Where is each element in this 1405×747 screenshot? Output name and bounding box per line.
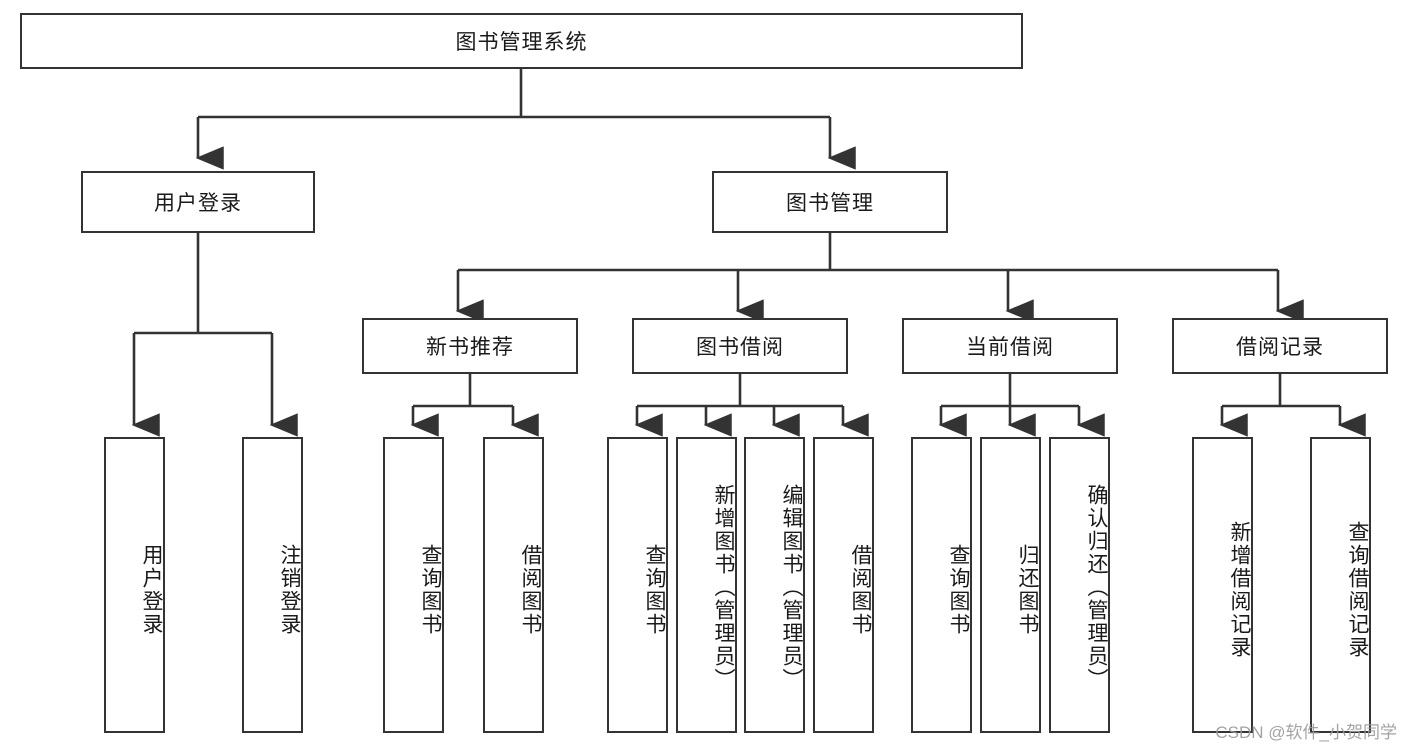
node-label: 图书管理 — [786, 192, 874, 215]
node-label: 用户登录 — [140, 544, 163, 636]
leaf-current-borrow-confirm-return-admin[interactable]: 确认归还（管理员） — [1049, 437, 1110, 733]
leaf-new-book-query-book[interactable]: 查询图书 — [383, 437, 444, 733]
node-label: 新书推荐 — [426, 336, 514, 359]
leaf-book-borrow-add-book-admin[interactable]: 新增图书（管理员） — [676, 437, 737, 733]
node-label: 编辑图书（管理员） — [780, 483, 803, 691]
node-current-borrow[interactable]: 当前借阅 — [902, 318, 1118, 374]
node-label: 新增借阅记录 — [1228, 521, 1251, 659]
leaf-book-borrow-borrow-book[interactable]: 借阅图书 — [813, 437, 874, 733]
node-new-book-recommend[interactable]: 新书推荐 — [362, 318, 578, 374]
leaf-current-borrow-return-book[interactable]: 归还图书 — [980, 437, 1041, 733]
leaf-book-borrow-query-book[interactable]: 查询图书 — [607, 437, 668, 733]
leaf-book-borrow-edit-book-admin[interactable]: 编辑图书（管理员） — [744, 437, 805, 733]
node-label: 用户登录 — [154, 192, 242, 215]
node-label: 图书管理系统 — [455, 31, 588, 54]
node-label: 查询图书 — [419, 544, 442, 636]
leaf-new-book-borrow-book[interactable]: 借阅图书 — [483, 437, 544, 733]
leaf-current-borrow-query-book[interactable]: 查询图书 — [911, 437, 972, 733]
node-root-library-management-system[interactable]: 图书管理系统 — [20, 13, 1023, 69]
leaf-borrow-record-query-record[interactable]: 查询借阅记录 — [1310, 437, 1371, 733]
node-label: 查询图书 — [947, 544, 970, 636]
node-label: 注销登录 — [278, 544, 301, 636]
node-user-login[interactable]: 用户登录 — [81, 171, 315, 233]
node-label: 借阅记录 — [1236, 336, 1324, 359]
leaf-user-login-logout[interactable]: 注销登录 — [242, 437, 303, 733]
node-label: 借阅图书 — [849, 544, 872, 636]
node-book-management[interactable]: 图书管理 — [712, 171, 948, 233]
node-label: 查询借阅记录 — [1346, 521, 1369, 659]
node-label: 借阅图书 — [519, 544, 542, 636]
node-label: 确认归还（管理员） — [1085, 483, 1108, 691]
leaf-borrow-record-add-record[interactable]: 新增借阅记录 — [1192, 437, 1253, 733]
watermark-text: CSDN @软件_小贺同学 — [1215, 723, 1397, 742]
node-label: 当前借阅 — [966, 336, 1054, 359]
leaf-user-login-login[interactable]: 用户登录 — [104, 437, 165, 733]
node-label: 新增图书（管理员） — [712, 483, 735, 691]
node-label: 图书借阅 — [696, 336, 784, 359]
node-label: 归还图书 — [1016, 544, 1039, 636]
node-borrow-record[interactable]: 借阅记录 — [1172, 318, 1388, 374]
node-book-borrow[interactable]: 图书借阅 — [632, 318, 848, 374]
node-label: 查询图书 — [643, 544, 666, 636]
